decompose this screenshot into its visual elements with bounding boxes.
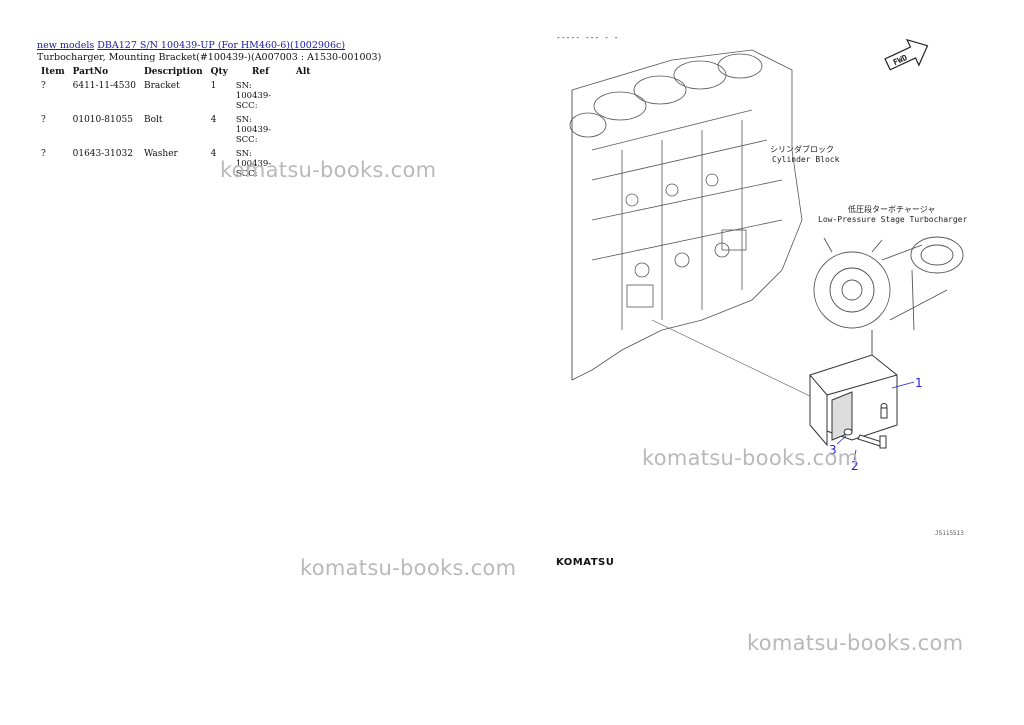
cell-qty: 4: [210, 115, 217, 125]
leader-line: [651, 319, 815, 399]
col-header-description: Description: [143, 67, 203, 77]
watermark: komatsu-books.com: [220, 158, 437, 182]
cell-alt: [292, 79, 315, 113]
cell-partno: 01010-81055: [72, 115, 133, 125]
cell-ref: SN: 100439-SCC:: [235, 149, 272, 179]
cell-item: ?: [41, 149, 46, 159]
cell-partno: 6411-11-4530: [72, 81, 136, 91]
diagram-top-mark: ----- --- - -: [556, 33, 619, 42]
col-header-item: Item: [41, 67, 65, 77]
table-header-row: Item PartNo Description Qty Ref Alt: [37, 64, 314, 79]
cell-ref: SN: 100439-SCC:: [235, 115, 272, 145]
figure-code: J5115513: [935, 530, 964, 537]
cylinder-block-jp-label: シリンダブロック: [770, 144, 834, 154]
callout-3: 3: [829, 443, 837, 457]
callout-1: 1: [915, 376, 923, 390]
cell-alt: [292, 113, 315, 147]
cell-ref: SN: 100439-SCC:: [235, 81, 272, 111]
page-subtitle: Turbocharger, Mounting Bracket(#100439-)…: [37, 52, 382, 63]
breadcrumb: new models DBA127 S/N 100439-UP (For HM4…: [37, 40, 345, 51]
cell-partno: 01643-31032: [72, 149, 133, 159]
turbo-en-label: Low-Pressure Stage Turbocharger: [818, 215, 967, 224]
col-header-alt: Alt: [295, 67, 311, 77]
callout-2: 2: [851, 459, 859, 473]
breadcrumb-link-model[interactable]: DBA127 S/N 100439-UP (For HM460-6)(10029…: [97, 40, 346, 51]
parts-diagram: ----- --- - - FWD シリンダブロック Cylinder Bloc…: [556, 33, 967, 473]
bolt-washer-drawing: [843, 403, 888, 449]
fwd-arrow-icon: FWD: [884, 38, 929, 71]
table-row: ? 01643-31032 Washer 4 SN: 100439-SCC:: [37, 147, 314, 181]
turbocharger-drawing: [813, 236, 964, 331]
table-row: ? 01010-81055 Bolt 4 SN: 100439-SCC:: [37, 113, 314, 147]
bracket-drawing: [809, 330, 898, 447]
cylinder-block-drawing: [569, 49, 803, 381]
cell-description: Bolt: [143, 115, 163, 125]
cell-item: ?: [41, 115, 46, 125]
cell-description: Washer: [143, 149, 178, 159]
turbo-jp-label: 低圧段ターボチャージャ: [848, 204, 935, 214]
cell-description: Bracket: [143, 81, 180, 91]
col-header-ref: Ref: [251, 67, 269, 77]
col-header-partno: PartNo: [72, 67, 109, 77]
watermark: komatsu-books.com: [642, 446, 859, 470]
cell-qty: 1: [210, 81, 217, 91]
cylinder-block-en-label: Cylinder Block: [772, 155, 840, 164]
komatsu-logo: KOMATSU: [556, 557, 615, 568]
parts-table: Item PartNo Description Qty Ref Alt ? 64…: [37, 64, 314, 181]
watermark: komatsu-books.com: [300, 556, 517, 580]
breadcrumb-link-new-models[interactable]: new models: [37, 40, 95, 51]
cell-item: ?: [41, 81, 46, 91]
watermark: komatsu-books.com: [747, 631, 964, 655]
table-row: ? 6411-11-4530 Bracket 1 SN: 100439-SCC:: [37, 79, 314, 113]
cell-qty: 4: [210, 149, 217, 159]
col-header-qty: Qty: [210, 67, 228, 77]
